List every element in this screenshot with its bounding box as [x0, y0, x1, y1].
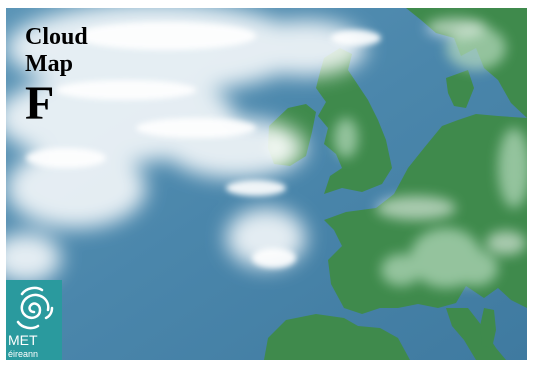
- met-eireann-logo: MET éireann: [6, 280, 62, 360]
- map-title-line2: Map: [25, 51, 73, 77]
- clouds: [6, 8, 526, 283]
- map-title: Cloud Map F: [25, 24, 88, 128]
- map-title-line1: Cloud: [25, 24, 88, 50]
- cloud-map: Cloud Map F MET éireann: [6, 8, 527, 360]
- map-image: [6, 8, 527, 360]
- map-code: F: [25, 77, 55, 130]
- logo-text: MET: [8, 332, 38, 348]
- spiral-icon: [16, 286, 54, 330]
- logo-subtext: éireann: [8, 349, 39, 359]
